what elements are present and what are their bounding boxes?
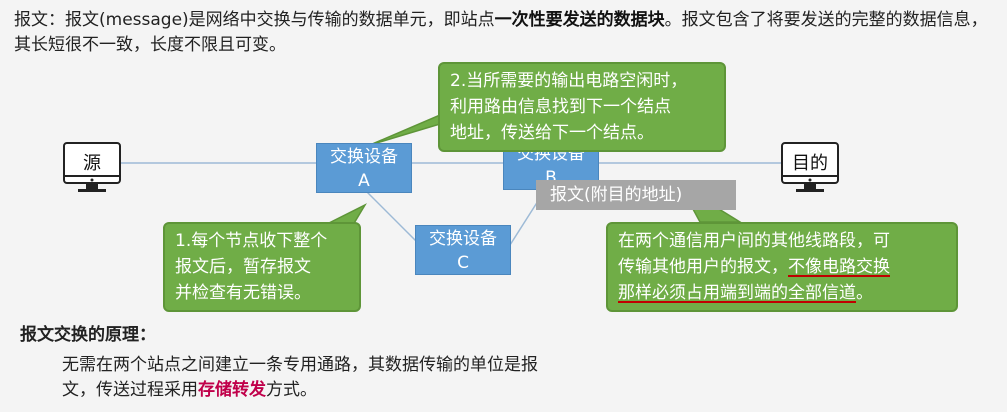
- callout-store-check: 1.每个节点收下整个 报文后，暂存报文 并检查有无错误。: [163, 222, 361, 312]
- switch-a-title: 交换设备: [330, 147, 398, 167]
- callout1-line3: 并检查有无错误。: [175, 283, 311, 303]
- message-packet: 报文(附目的地址): [536, 180, 736, 210]
- dest-monitor-icon: [781, 142, 839, 192]
- switch-c-title: 交换设备: [429, 229, 497, 249]
- principle-emphasis: 存储转发: [198, 380, 266, 400]
- intro-text-2: 。报文包含了将要发送的完整的数据信息，其长短很不一致，长度不限且可变。: [14, 10, 988, 55]
- switch-a: 交换设备 A: [316, 143, 412, 193]
- callout-other-users: 在两个通信用户间的其他线路段，可 传输其他用户的报文，不像电路交换 那样必须占用…: [606, 222, 958, 312]
- source-label: 源: [83, 153, 101, 174]
- switch-b-letter: B: [545, 168, 557, 188]
- callout3-line2: 传输其他用户的报文，不像电路交换: [618, 257, 890, 277]
- intro-bold: 一次性要发送的数据块: [494, 10, 665, 30]
- callout2-line3: 地址，传送给下一个结点。: [450, 123, 654, 143]
- callout2-line1: 2.当所需要的输出电路空闲时，: [450, 71, 688, 91]
- callout2-line2: 利用路由信息找到下一个结点: [450, 97, 671, 117]
- intro-paragraph: 报文：报文(message)是网络中交换与传输的数据单元，即站点一次性要发送的数…: [14, 8, 999, 58]
- switch-c-letter: C: [457, 253, 469, 273]
- principle-body: 无需在两个站点之间建立一条专用通路，其数据传输的单位是报文，传送过程采用存储转发…: [62, 353, 562, 403]
- callout3-line3: 那样必须占用端到端的全部信道。: [618, 283, 873, 303]
- principle-text-2: 方式。: [266, 380, 317, 400]
- callout1-line1: 1.每个节点收下整个: [175, 231, 328, 251]
- intro-text-1: 报文：报文(message)是网络中交换与传输的数据单元，即站点: [14, 10, 495, 30]
- switch-a-letter: A: [358, 171, 370, 191]
- callout-forward: 2.当所需要的输出电路空闲时， 利用路由信息找到下一个结点 地址，传送给下一个结…: [438, 62, 726, 152]
- callout3-line1: 在两个通信用户间的其他线路段，可: [618, 231, 890, 251]
- principle-text-1: 无需在两个站点之间建立一条专用通路，其数据传输的单位是报文，传送过程采用: [62, 355, 538, 400]
- switch-c: 交换设备 C: [415, 225, 511, 275]
- callout1-line2: 报文后，暂存报文: [175, 257, 311, 277]
- link-a-c: [364, 189, 421, 246]
- source-monitor-icon: [63, 142, 121, 192]
- dest-label: 目的: [792, 153, 828, 174]
- principle-title: 报文交换的原理：: [20, 325, 156, 345]
